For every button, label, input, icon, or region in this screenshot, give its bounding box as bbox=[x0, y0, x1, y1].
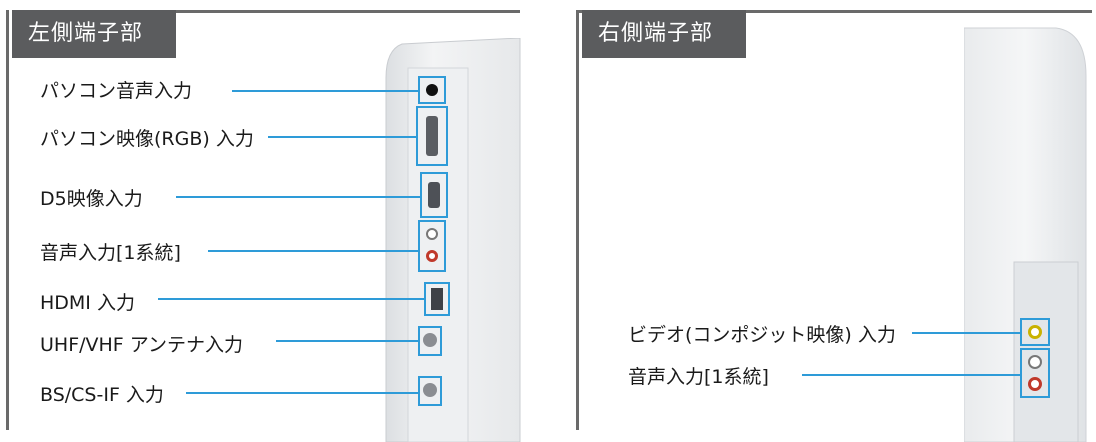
top-rule bbox=[576, 10, 1092, 13]
tv-left-side bbox=[385, 38, 521, 442]
leader-hdmi bbox=[158, 298, 424, 300]
uhf-vhf-port bbox=[418, 326, 442, 356]
label-bs-cs: BS/CS-IF 入力 bbox=[40, 384, 164, 406]
d5-port bbox=[420, 172, 448, 218]
label-pc-audio: パソコン音声入力 bbox=[40, 80, 193, 102]
rgb-port bbox=[416, 106, 448, 166]
left-rule bbox=[576, 10, 579, 430]
tv-right-side bbox=[964, 27, 1087, 442]
leader-uhf-vhf bbox=[276, 340, 418, 342]
leader-video-composite bbox=[912, 332, 1020, 334]
label-video-composite: ビデオ(コンポジット映像) 入力 bbox=[628, 324, 896, 346]
hdmi-port bbox=[424, 282, 450, 316]
pc-audio-port bbox=[418, 76, 446, 104]
left-terminal-panel: 左側端子部 パソコン音声入力 パソコン映像(RGB) 入力 bbox=[0, 0, 530, 442]
leader-pc-audio bbox=[232, 90, 418, 92]
top-rule bbox=[12, 10, 520, 13]
left-panel-title: 左側端子部 bbox=[12, 10, 176, 58]
leader-audio-in bbox=[208, 250, 418, 252]
right-audio-in-port bbox=[1020, 348, 1050, 398]
label-hdmi: HDMI 入力 bbox=[40, 292, 135, 314]
bs-cs-port bbox=[418, 376, 442, 406]
right-panel-title: 右側端子部 bbox=[582, 10, 746, 58]
label-right-audio-in: 音声入力[1系統] bbox=[628, 366, 769, 388]
left-rule bbox=[6, 10, 9, 430]
label-audio-in: 音声入力[1系統] bbox=[40, 242, 181, 264]
audio-in-port bbox=[418, 220, 446, 272]
leader-d5 bbox=[176, 196, 420, 198]
label-uhf-vhf: UHF/VHF アンテナ入力 bbox=[40, 334, 244, 356]
leader-rgb bbox=[268, 136, 416, 138]
leader-bs-cs bbox=[186, 392, 418, 394]
label-d5: D5映像入力 bbox=[40, 188, 143, 210]
label-rgb: パソコン映像(RGB) 入力 bbox=[40, 128, 254, 150]
right-terminal-panel: 右側端子部 ビデオ(コンポジット映像) 入力 音声入力[1系統] bbox=[570, 0, 1096, 442]
leader-right-audio-in bbox=[802, 374, 1020, 376]
video-composite-port bbox=[1020, 318, 1050, 346]
